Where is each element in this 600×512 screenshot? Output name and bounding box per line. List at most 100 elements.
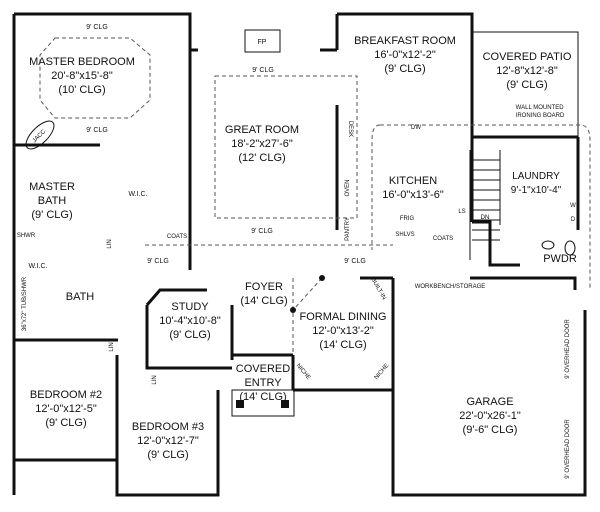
- room-formal-dining: FORMAL DINING 12'-0"x13'-2" (14' CLG): [300, 310, 387, 352]
- workbench-label: WORKBENCH/STORAGE: [414, 284, 486, 290]
- coats-label: COATS: [432, 236, 454, 242]
- room-size: 20'-8"x15'-8": [51, 70, 113, 82]
- master-bedroom-tray-ceiling: [39, 37, 151, 119]
- room-name: KITCHEN: [388, 175, 438, 187]
- ironing-note-line: WALL MOUNTED: [515, 105, 564, 111]
- covered-patio-outline: [471, 31, 579, 138]
- room-foyer: FOYER (14' CLG): [240, 280, 287, 308]
- fireplace-label: FP: [257, 39, 267, 46]
- room-ceiling: (9' CLG): [45, 417, 87, 429]
- room-ceiling: (9'-6" CLG): [462, 424, 518, 436]
- shower-label: SHWR: [16, 233, 36, 239]
- stair-outline: [469, 150, 501, 260]
- room-ceiling: (14' CLG): [239, 391, 287, 403]
- tub-shower-label: 36"x72" TUB/SHWR: [22, 276, 28, 332]
- room-size: 9'-1"x10'-4": [510, 185, 562, 196]
- room-name: FOYER: [245, 281, 283, 293]
- oven-label: OVEN: [345, 179, 351, 197]
- room-ceiling: (9' CLG): [147, 449, 189, 461]
- ceiling-note: 9' CLG: [86, 24, 108, 31]
- room-size: 12'-8"x12'-8": [496, 65, 558, 77]
- room-name: BEDROOM #3: [131, 421, 205, 433]
- room-garage: GARAGE 22'-0"x26'-1" (9'-6" CLG): [459, 395, 521, 437]
- room-size: 16'-0"x12'-2": [374, 49, 436, 61]
- ceiling-note: 9' CLG: [252, 67, 274, 74]
- great-room-ceiling-outline: [214, 75, 358, 219]
- room-great-room: GREAT ROOM 18'-2"x27'-6" (12' CLG): [225, 123, 299, 165]
- covered-entry-porch: [231, 389, 295, 417]
- room-name: GARAGE: [466, 396, 514, 408]
- room-size: 18'-2"x27'-6": [231, 138, 293, 150]
- room-master-bedroom: MASTER BEDROOM 20'-8"x15'-8" (10' CLG): [29, 55, 135, 97]
- dryer-label: D: [570, 217, 576, 223]
- ceiling-note: 9' CLG: [344, 258, 366, 265]
- room-kitchen: KITCHEN 16'-0"x13'-6": [382, 174, 444, 202]
- washer-label: W: [570, 203, 576, 209]
- room-name: ENTRY: [244, 377, 282, 389]
- room-ceiling: (10' CLG): [58, 84, 106, 96]
- ironing-board-note: WALL MOUNTED IRONING BOARD: [516, 104, 565, 120]
- room-size: 12'-0"x13'-2": [312, 325, 374, 337]
- ceiling-note: 9' CLG: [86, 127, 108, 134]
- room-name: BREAKFAST ROOM: [354, 35, 456, 47]
- ceiling-note: 9' CLG: [251, 228, 273, 235]
- wall-master-bedroom: [14, 12, 192, 50]
- overhead-door-label: 9' OVERHEAD DOOR: [565, 319, 571, 379]
- room-bedroom-3: BEDROOM #3 12'-0"x12'-7" (9' CLG): [132, 420, 204, 462]
- room-name: FORMAL DINING: [299, 311, 387, 323]
- room-size: 16'-0"x13'-6": [382, 189, 444, 201]
- room-breakfast-room: BREAKFAST ROOM 16'-0"x12'-2" (9' CLG): [354, 34, 456, 76]
- room-name: GREAT ROOM: [224, 124, 300, 136]
- coats-label: COATS: [166, 234, 188, 240]
- shelves-label: SHLVS: [395, 232, 415, 238]
- room-name: MASTER BEDROOM: [29, 56, 135, 68]
- overhead-door-label: 9' OVERHEAD DOOR: [565, 419, 571, 479]
- fireplace: [244, 29, 281, 53]
- room-laundry: LAUNDRY 9'-1"x10'-4": [511, 170, 561, 198]
- wic-label: W.I.C.: [128, 191, 148, 198]
- room-master-bath: MASTER BATH (9' CLG): [29, 180, 75, 222]
- room-ceiling: (9' CLG): [31, 209, 73, 221]
- jacuzzi-tub: [25, 120, 55, 150]
- room-name: BATH: [37, 195, 67, 207]
- room-bath: BATH: [66, 290, 95, 304]
- room-size: 22'-0"x26'-1": [459, 410, 521, 422]
- fridge-label: FRIG: [399, 216, 415, 222]
- porch-column: [281, 400, 289, 408]
- desk-label: DESK: [347, 120, 353, 138]
- porch-column: [236, 400, 244, 408]
- room-ceiling: (14' CLG): [240, 295, 288, 307]
- room-ceiling: (9' CLG): [384, 63, 426, 75]
- linen-label: LIN: [152, 375, 158, 385]
- room-bedroom-2: BEDROOM #2 12'-0"x12'-5" (9' CLG): [30, 388, 102, 430]
- room-covered-patio: COVERED PATIO 12'-8"x12'-8" (9' CLG): [483, 50, 572, 92]
- wic-label: W.I.C.: [28, 263, 48, 270]
- room-name: COVERED PATIO: [482, 51, 572, 63]
- room-name: COVERED: [235, 363, 291, 375]
- room-ceiling: (9' CLG): [506, 79, 548, 91]
- room-ceiling: (14' CLG): [319, 339, 367, 351]
- ceiling-note: 9' CLG: [147, 258, 169, 265]
- toilet: [564, 240, 576, 256]
- room-ceiling: (9' CLG): [169, 329, 211, 341]
- room-powder: PWDR: [543, 252, 577, 266]
- room-name: PWDR: [543, 253, 577, 265]
- lazy-susan-label: LS: [458, 209, 466, 215]
- ironing-note-line: IRONING BOARD: [515, 113, 565, 119]
- room-ceiling: (12' CLG): [238, 152, 286, 164]
- room-name: BATH: [65, 291, 95, 303]
- dishwasher-label: DW: [411, 125, 421, 131]
- room-name: STUDY: [171, 301, 209, 313]
- pantry-label: PANTRY: [345, 217, 351, 241]
- room-size: 12'-0"x12'-7": [137, 435, 199, 447]
- room-covered-entry: COVERED ENTRY (14' CLG): [236, 362, 290, 404]
- room-name: MASTER: [29, 181, 75, 193]
- powder-sink: [541, 240, 555, 250]
- room-name: BEDROOM #2: [29, 389, 103, 401]
- linen-label: LIN: [109, 342, 115, 352]
- room-size: 10'-4"x10'-8": [159, 315, 221, 327]
- linen-label: LIN: [107, 239, 113, 249]
- room-size: 12'-0"x12'-5": [35, 403, 97, 415]
